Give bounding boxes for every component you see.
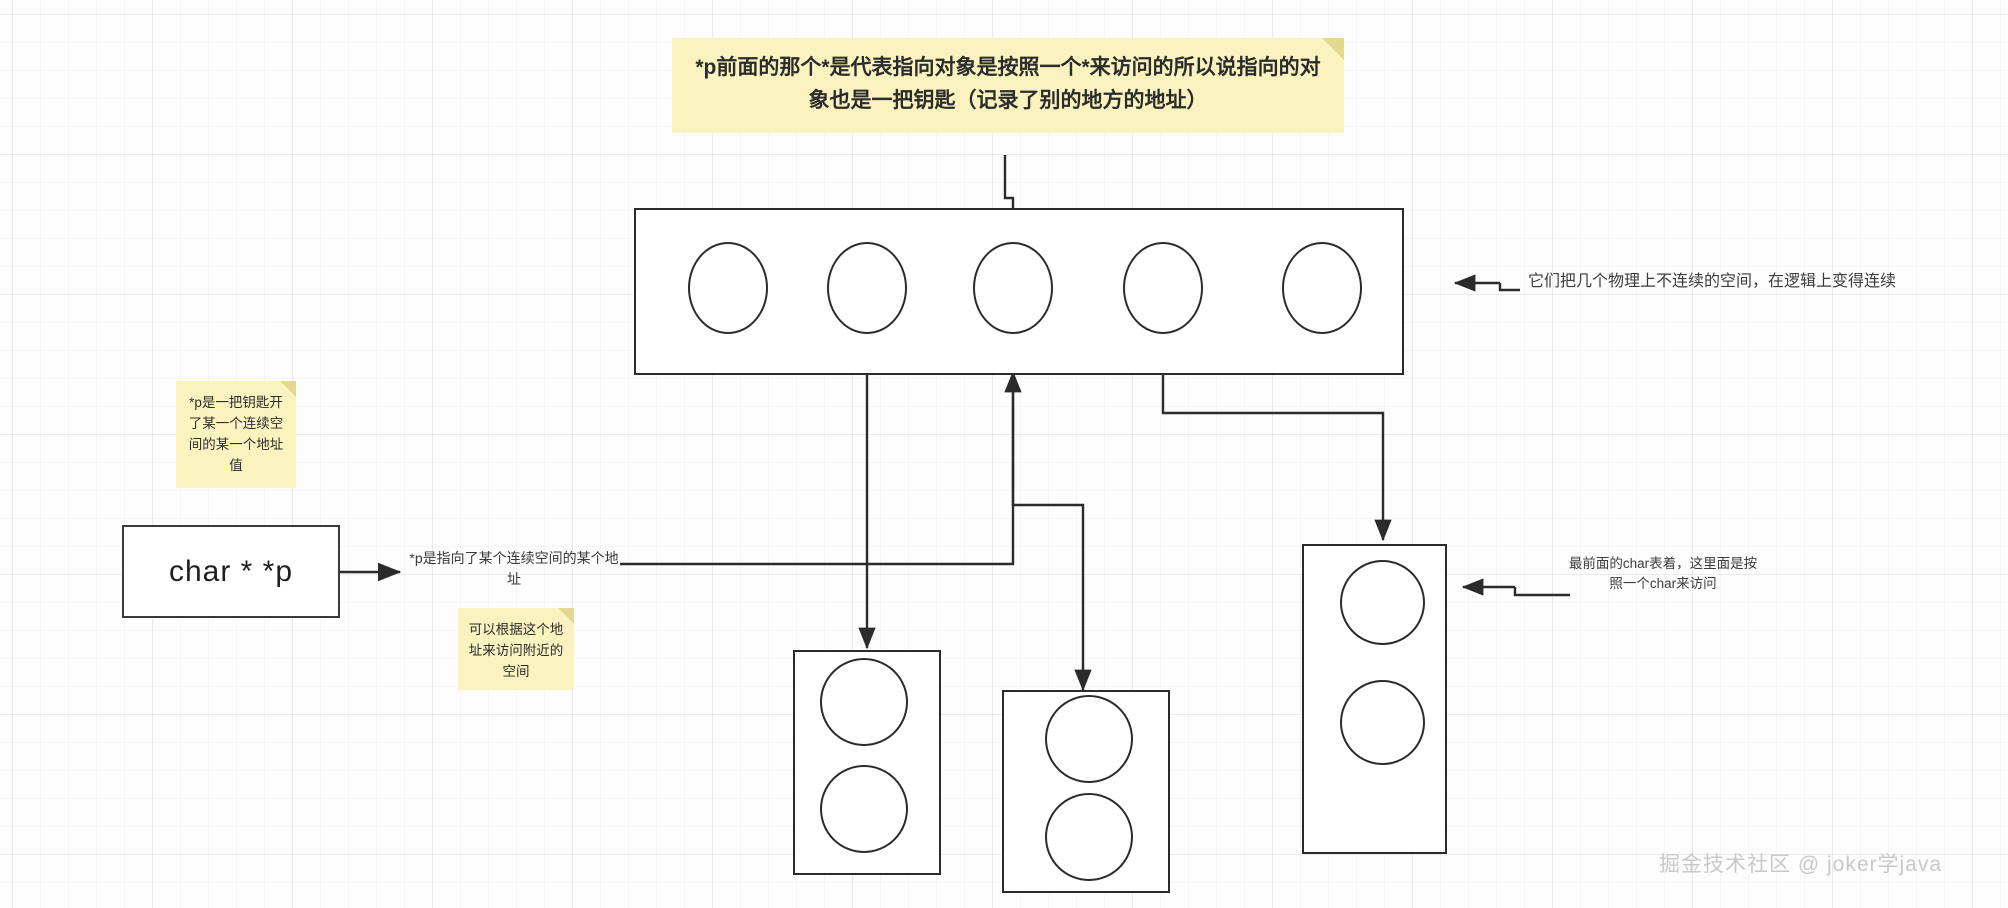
child-left-slot-1 [820,658,908,746]
child-right-slot-1 [1340,560,1425,645]
sticky-fold-icon [558,608,574,624]
array-slot-2 [827,242,907,334]
edge-label-var-to-array: *p是指向了某个连续空间的某个地址 [409,550,619,587]
note-left-upper-text: *p是一把钥匙开了某一个连续空间的某一个地址值 [188,395,284,473]
var-box-char-pp: char * *p [122,525,340,618]
sticky-fold-icon [1322,38,1344,60]
note-top-text: *p前面的那个*是代表指向对象是按照一个*来访问的所以说指向的对象也是一把钥匙（… [695,56,1321,112]
child-left-slot-2 [820,765,908,853]
note-left-lower-sticky: 可以根据这个地址来访问附近的空间 [458,608,574,690]
child-middle-slot-1 [1045,695,1133,783]
watermark: 掘金技术社区 @ joker学java [1659,853,1943,876]
note-left-lower-text: 可以根据这个地址来访问附近的空间 [468,622,564,679]
annotation-array-right: 它们把几个物理上不连续的空间，在逻辑上变得连续 [1528,273,1897,290]
sticky-fold-icon [280,381,296,397]
annotation-child-right: 最前面的char表着，这里面是按照一个char来访问 [1568,556,1758,592]
child-middle-slot-2 [1045,793,1133,881]
child-right-slot-2 [1340,680,1425,765]
array-slot-3 [973,242,1053,334]
wire-var-to-array [340,370,1022,582]
array-slot-5 [1282,242,1362,334]
note-top-sticky: *p前面的那个*是代表指向对象是按照一个*来访问的所以说指向的对象也是一把钥匙（… [672,38,1344,134]
array-slot-4 [1123,242,1203,334]
var-box-label: char * *p [168,554,294,588]
wire-child-right-to-annotation [1461,578,1570,597]
array-slot-1 [688,242,768,334]
note-left-upper-sticky: *p是一把钥匙开了某一个连续空间的某一个地址值 [176,381,296,488]
wire-array-to-annotation [1453,274,1520,292]
